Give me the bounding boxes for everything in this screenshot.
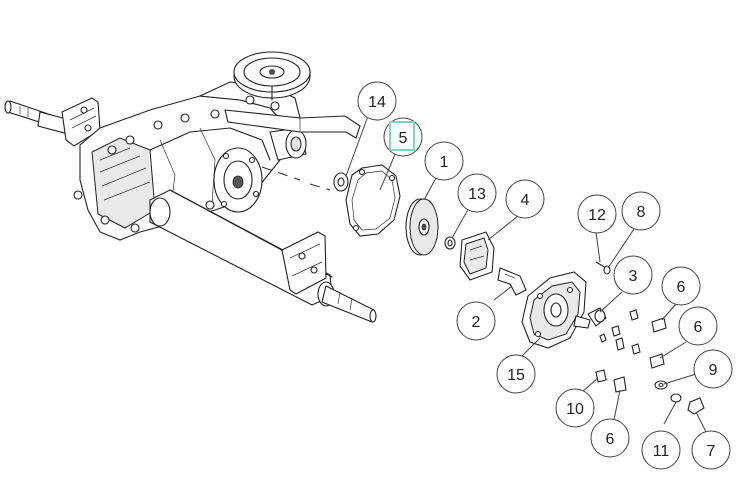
callout-12[interactable]: 12 — [577, 194, 617, 234]
right-axle-shaft — [317, 281, 377, 323]
right-mount-bracket — [281, 231, 327, 295]
callout-7[interactable]: 7 — [691, 430, 731, 470]
callout-1[interactable]: 1 — [424, 141, 464, 181]
assembly-axis-line — [261, 166, 331, 191]
callout-6-top[interactable]: 6 — [661, 266, 701, 306]
input-pulley — [233, 51, 311, 101]
highlight-box — [389, 121, 415, 151]
callout-label: 10 — [566, 401, 584, 418]
callout-label: 7 — [707, 443, 716, 460]
callout-label: 14 — [368, 94, 386, 111]
control-lever-arm — [224, 109, 361, 139]
callout-label: 11 — [653, 443, 670, 460]
callout-label: 5 — [399, 130, 408, 147]
part-1-brake-disc — [405, 198, 439, 256]
callout-5[interactable]: 5 — [383, 117, 423, 157]
part-3-bushing — [587, 307, 607, 327]
gearbox-housing — [79, 81, 307, 241]
callout-8[interactable]: 8 — [621, 191, 661, 231]
callout-10[interactable]: 10 — [555, 388, 595, 428]
part-14-washer — [333, 172, 349, 192]
callout-2[interactable]: 2 — [456, 301, 496, 341]
leader-lines — [345, 115, 707, 433]
small-fasteners — [595, 309, 705, 415]
callout-label: 12 — [588, 207, 606, 224]
part-5-gasket — [345, 164, 401, 237]
part-4-brake-pad — [459, 231, 495, 281]
callout-label: 1 — [440, 154, 449, 171]
transaxle-assembly — [4, 51, 377, 323]
part-2-clip — [497, 267, 527, 296]
callout-4[interactable]: 4 — [505, 179, 545, 219]
callout-label: 8 — [637, 204, 646, 221]
callout-6-middle[interactable]: 6 — [678, 306, 718, 346]
callout-9[interactable]: 9 — [693, 349, 733, 389]
part-15-caliper-cover — [521, 271, 591, 349]
part-13-ring — [444, 236, 456, 250]
callout-label: 2 — [472, 314, 481, 331]
callout-14[interactable]: 14 — [357, 81, 397, 121]
callout-6-bottom[interactable]: 6 — [590, 418, 630, 458]
callout-label: 3 — [629, 268, 638, 285]
callout-label: 6 — [694, 319, 703, 336]
callout-label: 4 — [521, 192, 530, 209]
callout-label: 15 — [507, 367, 525, 384]
callout-15[interactable]: 15 — [496, 354, 536, 394]
callout-label: 9 — [709, 362, 718, 379]
callout-label: 13 — [468, 186, 486, 203]
callout-label: 6 — [606, 431, 615, 448]
callout-label: 6 — [677, 279, 686, 296]
left-axle-shaft — [4, 100, 71, 135]
callout-3[interactable]: 3 — [613, 255, 653, 295]
callout-11[interactable]: 11 — [641, 430, 681, 470]
callout-13[interactable]: 13 — [457, 173, 497, 213]
drain-bolt — [73, 190, 83, 200]
